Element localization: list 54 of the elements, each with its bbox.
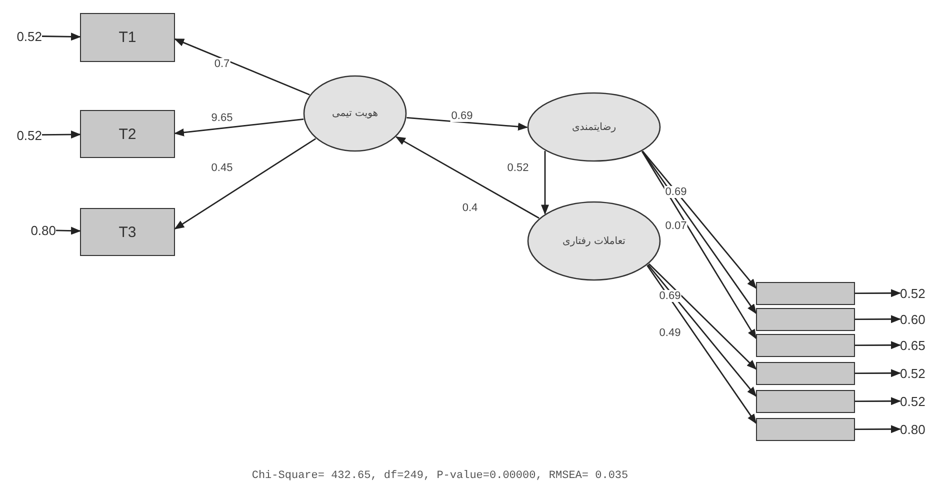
- edge-label: 0.4: [461, 202, 479, 214]
- path-arrow: [174, 138, 316, 230]
- construct-name: تعاملات رفتاری: [562, 234, 626, 248]
- observed-variable-box: [756, 418, 855, 441]
- observed-variable-box: [756, 308, 855, 331]
- observed-variable-box: T3: [80, 208, 175, 256]
- error-variance-value: 0.60: [900, 310, 936, 328]
- observed-variable-box: [756, 390, 855, 413]
- edge-label: 0.69: [658, 290, 682, 302]
- path-arrow: [855, 315, 901, 324]
- edge-label: 0.7: [213, 58, 231, 70]
- edge-label: 0.07: [664, 220, 688, 232]
- path-arrow: [855, 397, 901, 406]
- observed-variable-box: T1: [80, 13, 175, 62]
- construct-name: هویت تیمی: [332, 107, 378, 121]
- edge-label: 0.69: [450, 110, 474, 122]
- error-variance-value: 0.65: [900, 336, 936, 354]
- path-arrow: [174, 38, 310, 96]
- path-arrow: [406, 116, 528, 131]
- observed-variable-box: [756, 282, 855, 305]
- error-variance-value: 0.52: [900, 392, 936, 410]
- path-arrow: [646, 264, 757, 424]
- path-arrow: [855, 425, 901, 434]
- error-variance-value: 0.52: [6, 27, 42, 45]
- error-variance-value: 0.52: [6, 126, 42, 144]
- path-arrow: [647, 264, 757, 397]
- path-arrow: [648, 263, 757, 370]
- error-variance-value: 0.80: [900, 420, 936, 438]
- path-arrow: [855, 341, 901, 350]
- observed-variable-box: T2: [80, 110, 175, 158]
- path-arrow: [174, 118, 304, 136]
- path-arrow: [855, 289, 901, 298]
- observed-variable-box: [756, 334, 855, 357]
- construct-name: رضایتمندی: [572, 120, 616, 134]
- latent-variable-ellipse: [303, 75, 407, 152]
- edge-label: 0.69: [664, 186, 688, 198]
- path-arrow: [541, 150, 549, 215]
- path-arrow: [56, 226, 81, 235]
- error-variance-value: 0.52: [900, 364, 936, 382]
- fit-statistics-caption: Chi-Square= 432.65, df=249, P-value=0.00000, RMSEA= 0.035: [250, 470, 630, 482]
- path-arrow: [642, 150, 757, 289]
- path-arrow: [42, 32, 81, 41]
- error-variance-value: 0.80: [20, 221, 56, 239]
- observed-variable-box: [756, 362, 855, 385]
- edge-label: 9.65: [210, 112, 234, 124]
- edge-label: 0.45: [210, 162, 234, 174]
- edge-label: 0.49: [658, 327, 682, 339]
- error-variance-value: 0.52: [900, 284, 936, 302]
- path-arrow: [855, 369, 901, 378]
- latent-variable-ellipse: [527, 92, 661, 162]
- latent-variable-ellipse: [527, 201, 661, 281]
- edge-label: 0.52: [506, 162, 530, 174]
- path-arrow: [42, 130, 81, 139]
- path-arrow: [395, 136, 540, 219]
